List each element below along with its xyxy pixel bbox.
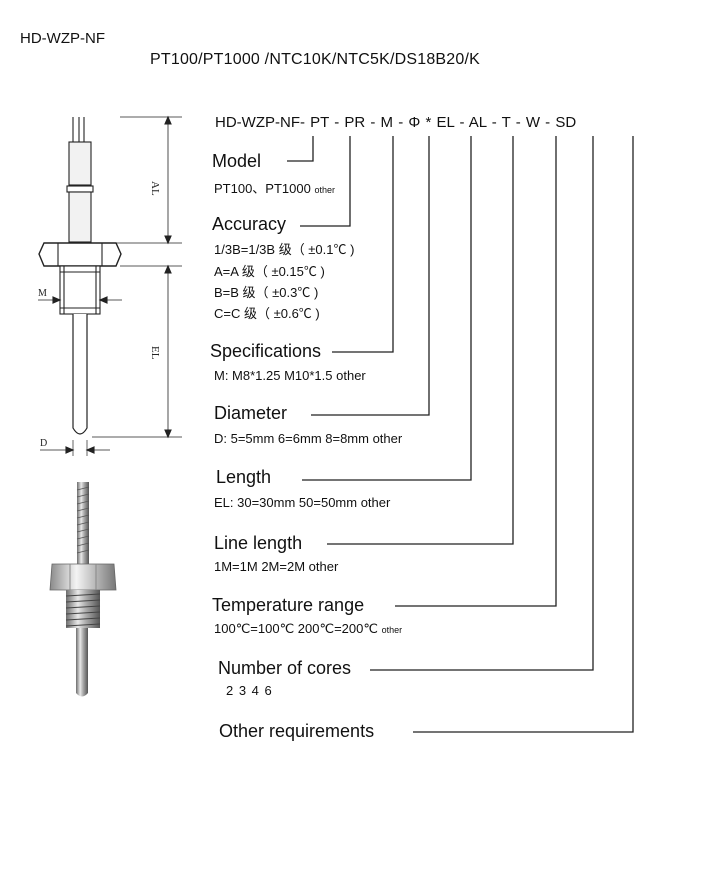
page-title: HD-WZP-NF: [20, 30, 105, 47]
el-dimension-label: EL: [149, 346, 161, 360]
accuracy-option-1: 1/3B=1/3B 级（ ±0.1℃ ): [214, 242, 355, 257]
page-subtitle: PT100/PT1000 /NTC10K/NTC5K/DS18B20/K: [150, 51, 481, 68]
accuracy-option-2: A=A 级（ ±0.15℃ ): [214, 264, 325, 279]
diameter-options: D: 5=5mm 6=6mm 8=8mm other: [214, 431, 403, 446]
model-options: PT100、PT1000 other: [214, 181, 335, 196]
al-dimension-label: AL: [149, 181, 161, 196]
model-label: Model: [212, 151, 262, 171]
model-connector: [287, 136, 314, 162]
accuracy-connector: [300, 136, 351, 227]
line-length-label: Line length: [214, 533, 303, 553]
other-connector: [413, 136, 634, 733]
line-length-options: 1M=1M 2M=2M other: [214, 559, 339, 574]
temperature-range-label: Temperature range: [212, 595, 365, 615]
temperature-range-options: 100℃=100℃ 200℃=200℃ other: [214, 621, 403, 636]
d-dimension-label: D: [40, 438, 47, 449]
line-length-connector: [327, 136, 514, 545]
other-requirements-label: Other requirements: [219, 721, 375, 741]
cores-connector: [370, 136, 594, 671]
length-options: EL: 30=30mm 50=50mm other: [214, 495, 391, 510]
specifications-options: M: M8*1.25 M10*1.5 other: [214, 368, 366, 383]
length-connector: [302, 136, 472, 481]
product-photo: [49, 482, 117, 697]
accuracy-option-3: B=B 级（ ±0.3℃ ): [214, 285, 319, 300]
diameter-connector: [311, 136, 430, 416]
number-of-cores-label: Number of cores: [218, 658, 352, 678]
technical-drawing: [38, 115, 182, 456]
diameter-label: Diameter: [214, 403, 288, 423]
model-code: HD-WZP-NF- PT - PR - M - Φ * EL - AL - T…: [215, 114, 577, 131]
number-of-cores-options: 2 3 4 6: [226, 683, 273, 698]
specifications-label: Specifications: [210, 341, 322, 361]
temperature-connector: [395, 136, 557, 607]
specifications-connector: [332, 136, 394, 353]
accuracy-label: Accuracy: [212, 214, 287, 234]
accuracy-option-4: C=C 级（ ±0.6℃ ): [214, 306, 320, 321]
length-label: Length: [216, 467, 272, 487]
m-dimension-label: M: [38, 288, 47, 299]
